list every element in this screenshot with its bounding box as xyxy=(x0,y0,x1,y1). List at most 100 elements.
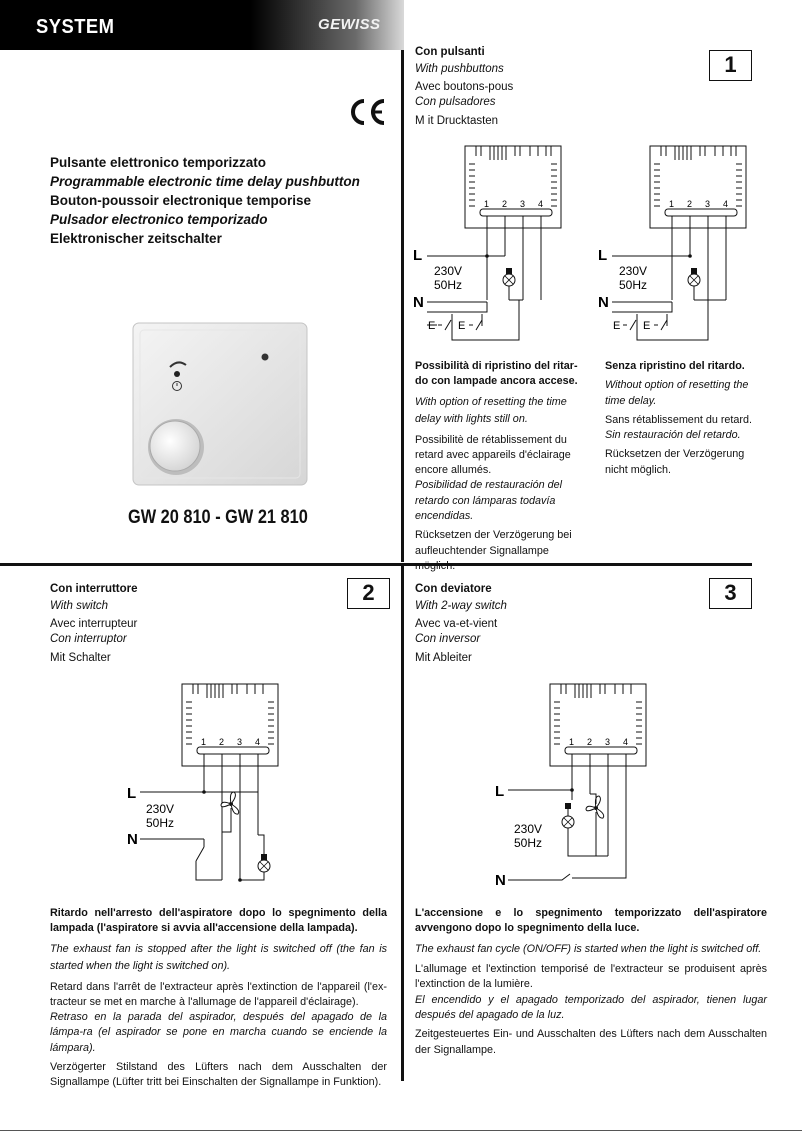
text-es: Posibilidad de restauración del retardo … xyxy=(415,479,563,523)
terminal-label: 2 xyxy=(219,737,224,747)
neutral-label: N xyxy=(598,294,609,311)
section-number-2: 2 xyxy=(347,578,390,609)
wiring-diagram-2: 1 2 3 4 L 230V 50Hz N xyxy=(120,680,300,895)
text-fr: L'allumage et l'extinction temporisé de … xyxy=(415,963,767,991)
heading-de: M it Drucktasten xyxy=(415,115,499,127)
neutral-label: N xyxy=(413,294,424,311)
terminal-label: 4 xyxy=(255,737,260,747)
text-it: Possibilità di ripristino del ritar-do c… xyxy=(415,360,578,388)
column-divider-top xyxy=(401,50,404,562)
text-en: Without option of resetting the time del… xyxy=(605,379,749,407)
neutral-label: N xyxy=(127,831,138,848)
terminal-label: 3 xyxy=(237,737,242,747)
text-en: With option of resetting the time delay … xyxy=(415,395,567,426)
text-fr: Possibilitè de rétablissement du retard … xyxy=(415,433,571,477)
text-fr: Sans rétablissement du retard. xyxy=(605,413,753,426)
column-divider-bottom xyxy=(401,566,404,1081)
line-label: L xyxy=(127,785,136,802)
section-title: SYSTEM xyxy=(36,16,115,38)
line-label: L xyxy=(413,247,422,264)
section-number-1: 1 xyxy=(709,50,752,81)
terminal-label: 4 xyxy=(723,199,728,209)
fan-icon xyxy=(220,791,240,815)
text-it: L'accensione e lo spegnimento temporizza… xyxy=(415,907,767,935)
wiring-diagram-1b: 1 2 3 4 L 230V 50Hz N E E xyxy=(595,140,770,350)
heading-en: With switch xyxy=(50,600,109,612)
terminal-label: 1 xyxy=(669,199,674,209)
terminal-label: 1 xyxy=(484,199,489,209)
heading-it: Con deviatore xyxy=(415,583,492,595)
pushbutton-symbol: E xyxy=(613,320,620,332)
terminal-label: 3 xyxy=(605,737,610,747)
pushbutton-symbol: E xyxy=(643,320,650,332)
text-es: Retraso en la parada del aspirador, desp… xyxy=(50,1011,387,1054)
heading-es: Con pulsadores xyxy=(415,96,496,108)
frequency-label: 50Hz xyxy=(146,816,174,830)
neutral-label: N xyxy=(495,872,506,889)
heading-fr: Avec interrupteur xyxy=(50,618,138,630)
model-number: GW 20 810 - GW 21 810 xyxy=(128,507,308,528)
section2-heading: Con interruttore With switch Avec interr… xyxy=(50,582,138,666)
heading-en: With pushbuttons xyxy=(415,63,504,75)
terminal-label: 3 xyxy=(705,199,710,209)
fan-icon xyxy=(585,795,605,819)
wiring-diagram-3: 1 2 3 4 L 230V 50Hz N xyxy=(488,680,668,900)
section1-col-b: Senza ripristino del ritardo. Without op… xyxy=(605,359,760,482)
text-en: The exhaust fan is stopped after the lig… xyxy=(50,942,387,973)
terminal-label: 4 xyxy=(623,737,628,747)
section-number-3: 3 xyxy=(709,578,752,609)
text-es: El encendido y el apagado temporizado de… xyxy=(415,993,767,1021)
heading-es: Con inversor xyxy=(415,633,481,645)
terminal-label: 4 xyxy=(538,199,543,209)
frequency-label: 50Hz xyxy=(434,278,462,292)
heading-fr: Avec va-et-vient xyxy=(415,618,498,630)
ce-mark-icon xyxy=(348,97,388,132)
text-fr: Retard dans l'arrêt de l'extracteur aprè… xyxy=(50,980,387,1008)
voltage-label: 230V xyxy=(146,802,174,816)
product-title-es: Pulsador electronico temporizado xyxy=(50,212,268,227)
brand-logo: GEWISS xyxy=(318,16,381,33)
text-de: Verzögerter Stilstand des Lüfters nach d… xyxy=(50,1061,387,1089)
section-divider xyxy=(0,563,752,566)
text-de: Rücksetzen der Verzögerung nicht möglich… xyxy=(605,448,745,476)
voltage-label: 230V xyxy=(514,822,542,836)
section2-body: Ritardo nell'arresto dell'aspiratore dop… xyxy=(50,906,387,1095)
terminal-label: 3 xyxy=(520,199,525,209)
line-label: L xyxy=(495,783,504,800)
pushbutton-symbol: E xyxy=(428,320,435,332)
text-es: Sin restauración del retardo. xyxy=(605,429,741,442)
heading-en: With 2-way switch xyxy=(415,600,507,612)
product-title-fr: Bouton-poussoir electronique temporise xyxy=(50,193,312,208)
pushbutton-symbol: E xyxy=(458,320,465,332)
terminal-label: 2 xyxy=(502,199,507,209)
heading-de: Mit Ableiter xyxy=(415,652,472,664)
product-titles: Pulsante elettronico temporizzato Progra… xyxy=(50,153,360,248)
frequency-label: 50Hz xyxy=(514,836,542,850)
page-bottom-rule xyxy=(0,1130,802,1131)
voltage-label: 230V xyxy=(619,264,647,278)
text-it: Senza ripristino del ritardo. xyxy=(605,360,745,372)
text-it: Ritardo nell'arresto dell'aspiratore dop… xyxy=(50,907,387,935)
heading-it: Con pulsanti xyxy=(415,46,485,58)
terminal-label: 1 xyxy=(201,737,206,747)
terminal-label: 2 xyxy=(687,199,692,209)
wiring-diagram-1a: 1 2 3 4 L 230V 50Hz N E E xyxy=(410,140,585,350)
voltage-label: 230V xyxy=(434,264,462,278)
heading-fr: Avec boutons-pous xyxy=(415,81,514,93)
product-title-it: Pulsante elettronico temporizzato xyxy=(50,155,267,170)
header-bar xyxy=(0,0,404,50)
section1-heading: Con pulsanti With pushbuttons Avec bouto… xyxy=(415,45,513,129)
product-photo xyxy=(130,320,310,493)
line-label: L xyxy=(598,247,607,264)
product-title-en: Programmable electronic time delay pushb… xyxy=(50,174,360,189)
text-de: Rücksetzen der Verzögerung bei aufleucht… xyxy=(415,529,572,572)
heading-it: Con interruttore xyxy=(50,583,138,595)
terminal-label: 2 xyxy=(587,737,592,747)
product-title-de: Elektronischer zeitschalter xyxy=(50,231,222,246)
section3-heading: Con deviatore With 2-way switch Avec va-… xyxy=(415,582,507,666)
text-de: Zeitgesteuertes Ein- und Ausschalten des… xyxy=(415,1028,767,1056)
terminal-label: 1 xyxy=(569,737,574,747)
heading-de: Mit Schalter xyxy=(50,652,111,664)
text-en: The exhaust fan cycle (ON/OFF) is starte… xyxy=(415,942,762,955)
heading-es: Con interruptor xyxy=(50,633,127,645)
